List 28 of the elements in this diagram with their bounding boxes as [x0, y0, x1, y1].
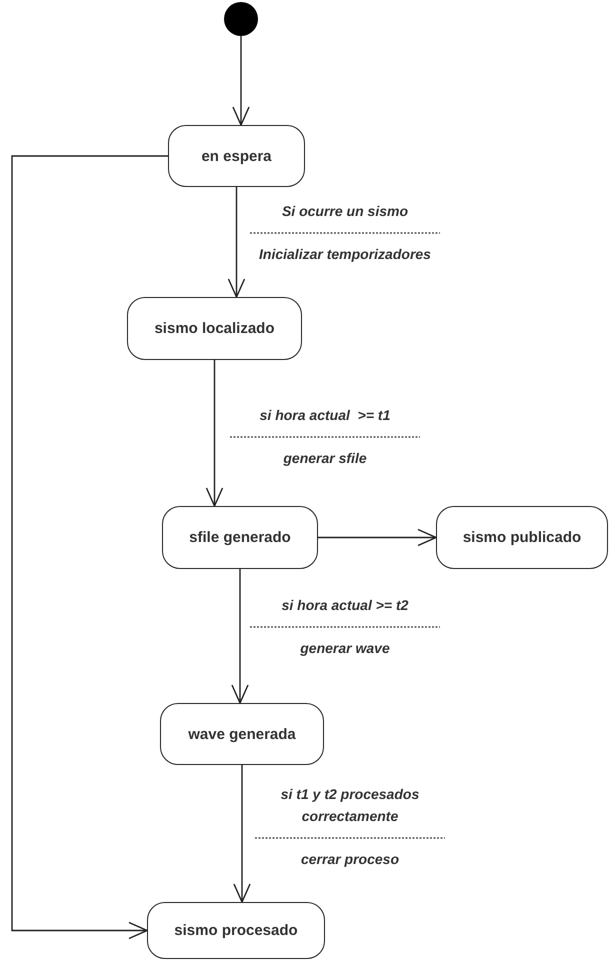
state-name: sismo localizado	[154, 320, 275, 337]
state-name: sismo publicado	[462, 529, 582, 546]
transition-arrow	[228, 187, 246, 298]
initial-state	[224, 2, 258, 36]
action-label: Inicializar temporizadores	[258, 245, 432, 264]
state-name: wave generada	[188, 726, 296, 742]
action-label: generar sfile	[282, 449, 368, 468]
state-box	[147, 902, 325, 959]
transition-arrow	[232, 36, 250, 126]
edge-label: si hora actual >= t2	[280, 596, 410, 615]
edge-label: si t1 y t2 procesados correctamente	[280, 785, 420, 826]
state-box	[160, 703, 324, 765]
transition-arrow	[233, 765, 251, 903]
state-box	[127, 297, 302, 360]
transition-arrow	[11, 155, 168, 940]
state-box	[162, 506, 318, 569]
edge-label: Si ocurre un sismo	[280, 202, 410, 221]
action-label: cerrar proceso	[300, 850, 400, 869]
state-name: sismo procesado	[174, 922, 298, 939]
state-box	[168, 125, 305, 187]
state-name: sfile generado	[189, 529, 291, 546]
transition-arrow	[231, 569, 249, 704]
action-label: generar wave	[299, 639, 391, 658]
state-box	[436, 506, 608, 569]
state-name: en espera	[201, 148, 272, 164]
transition-arrow	[206, 360, 224, 507]
edge-label: si hora actual >= t1	[258, 406, 392, 425]
transition-arrow	[318, 528, 437, 546]
